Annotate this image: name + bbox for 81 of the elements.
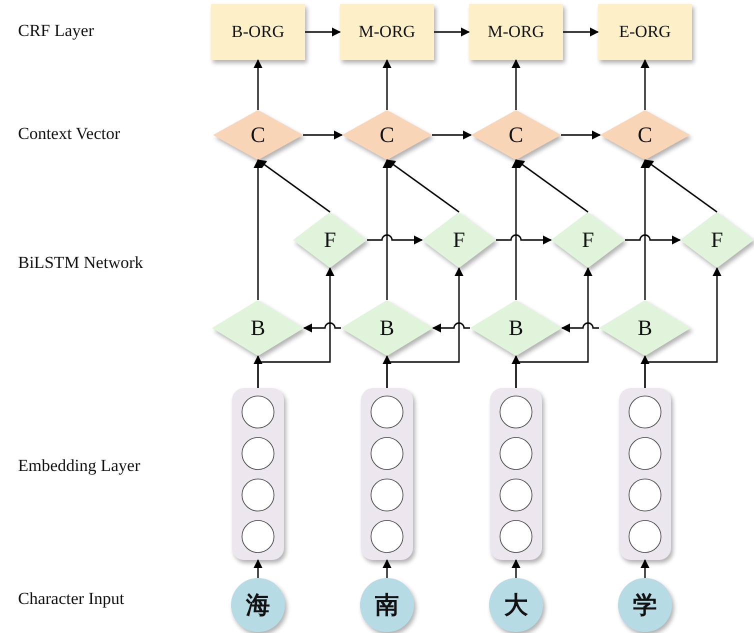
character-circle	[231, 578, 285, 632]
node-label: F	[710, 227, 724, 253]
character-circle	[489, 578, 543, 632]
arrow	[644, 159, 718, 213]
node-label: M-ORG	[358, 22, 416, 42]
arrow	[386, 267, 464, 388]
arrow	[515, 267, 592, 388]
arrow	[303, 322, 341, 332]
embedding-vector	[619, 388, 671, 560]
arrow	[515, 159, 588, 213]
arrow	[640, 159, 650, 300]
arrow	[640, 59, 650, 110]
arrow	[625, 234, 681, 244]
node-label: F	[324, 227, 336, 253]
arrow	[563, 28, 599, 36]
node-label: F	[452, 227, 466, 253]
arrow	[257, 267, 334, 388]
node-label: C	[380, 122, 394, 148]
node-label: B-ORG	[232, 22, 284, 42]
crf-tag-box	[598, 4, 692, 60]
forward-lstm-diamond	[293, 212, 367, 268]
arrow	[432, 130, 472, 140]
node-label: C	[638, 122, 652, 148]
arrow	[254, 59, 262, 110]
node-label: F	[582, 227, 594, 253]
layer-label: BiLSTM Network	[18, 253, 144, 273]
arrow	[434, 28, 470, 36]
node-label: M-ORG	[488, 22, 544, 42]
backward-lstm-diamond	[470, 300, 562, 356]
character-circle	[360, 578, 414, 632]
arrow	[512, 59, 520, 110]
arrow	[640, 559, 650, 578]
crf-tag-box	[340, 4, 434, 60]
context-diamond	[342, 110, 432, 160]
arrow	[561, 130, 601, 140]
context-diamond	[471, 110, 561, 160]
arrow	[496, 234, 552, 244]
backward-lstm-diamond	[212, 300, 304, 356]
node-label: B	[638, 315, 652, 341]
crf-tag-box	[469, 4, 563, 60]
arrow	[367, 234, 423, 244]
node-label: B	[250, 315, 266, 341]
arrow	[305, 28, 341, 36]
forward-lstm-diamond	[422, 212, 496, 268]
arrow	[386, 159, 460, 213]
forward-lstm-diamond	[551, 212, 625, 268]
context-diamond	[600, 110, 690, 160]
arrow	[254, 159, 262, 300]
arrow	[561, 322, 599, 332]
arrow	[303, 130, 343, 140]
node-label: C	[250, 122, 266, 148]
node-label: C	[508, 122, 524, 148]
node-label: B	[508, 315, 524, 341]
node-label: 学	[633, 592, 657, 621]
arrow	[644, 267, 722, 388]
arrow	[382, 559, 392, 578]
character-circle	[618, 578, 672, 632]
backward-lstm-diamond	[341, 300, 433, 356]
embedding-vector	[490, 388, 542, 560]
backward-lstm-diamond	[599, 300, 691, 356]
arrow	[432, 322, 470, 332]
forward-lstm-diamond	[680, 212, 754, 268]
node-label: 海	[246, 592, 270, 621]
node-label: 大	[504, 592, 528, 621]
arrow	[257, 159, 330, 213]
layer-label: Embedding Layer	[18, 456, 140, 476]
layer-label: Character Input	[18, 589, 124, 609]
arrow	[254, 559, 262, 578]
node-label: 南	[375, 592, 399, 621]
layer-label: CRF Layer	[18, 21, 94, 41]
embedding-vector	[232, 388, 284, 560]
context-diamond	[213, 110, 303, 160]
arrow	[512, 159, 520, 300]
crf-tag-box	[211, 4, 305, 60]
node-label: E-ORG	[619, 22, 671, 42]
arrow	[382, 59, 392, 110]
embedding-vector	[361, 388, 413, 560]
arrow	[512, 559, 520, 578]
layer-label: Context Vector	[18, 124, 120, 144]
node-label: B	[380, 315, 394, 341]
arrow	[382, 159, 392, 300]
